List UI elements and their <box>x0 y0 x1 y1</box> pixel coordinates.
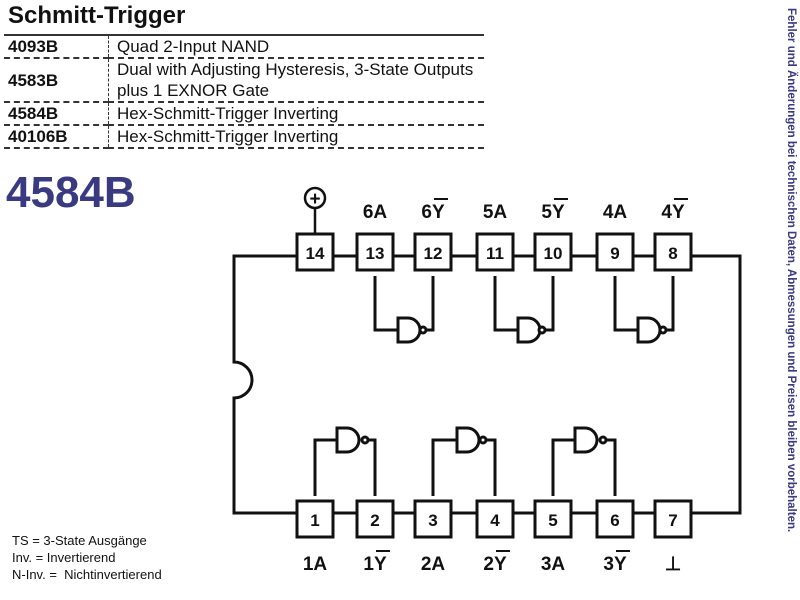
legend-item: N-Inv. = Nichtinvertierend <box>12 567 162 582</box>
table-row: 40106B Hex-Schmitt-Trigger Inverting <box>4 125 484 148</box>
svg-text:11: 11 <box>486 244 504 263</box>
svg-text:6: 6 <box>610 511 619 530</box>
part-code: 4584B <box>4 102 109 125</box>
svg-text:4Y: 4Y <box>661 202 685 223</box>
svg-text:5A: 5A <box>483 202 508 223</box>
part-code: 4093B <box>4 35 109 58</box>
wire <box>431 438 457 496</box>
svg-text:13: 13 <box>366 244 385 263</box>
table-row: 4584B Hex-Schmitt-Trigger Inverting <box>4 102 484 125</box>
pin-3: 3 2A <box>413 499 453 575</box>
svg-text:1Y: 1Y <box>363 554 387 575</box>
pin-8: 8 4Y <box>653 198 693 272</box>
pin-2: 2 1Y <box>355 499 395 575</box>
pin-1: 1 1A <box>295 499 335 575</box>
pin-11: 11 5A <box>475 202 515 272</box>
part-description: Hex-Schmitt-Trigger Inverting <box>117 127 339 146</box>
wire <box>613 276 638 332</box>
part-code: 40106B <box>4 125 109 148</box>
legend: TS = 3-State Ausgänge Inv. = Invertieren… <box>12 532 162 583</box>
inverter-gate-icon <box>516 316 542 344</box>
chip-name: 4584B <box>6 168 136 217</box>
svg-text:3: 3 <box>428 511 437 530</box>
svg-text:2: 2 <box>370 511 379 530</box>
inverter-bubble-icon <box>537 325 547 335</box>
pin-7: 7 ⊥ <box>653 499 693 575</box>
inverter-gate-icon <box>573 426 599 454</box>
wire <box>365 438 377 496</box>
inverter-bubble-icon <box>478 435 488 445</box>
svg-text:4A: 4A <box>603 202 628 223</box>
inverter-gate-icon <box>636 316 662 344</box>
pin-13: 13 6A <box>355 202 395 272</box>
svg-text:9: 9 <box>610 244 619 263</box>
wire <box>493 276 518 332</box>
part-code: 4583B <box>4 58 109 102</box>
pin-12: 12 6Y <box>413 198 453 272</box>
legend-item: Inv. = Invertierend <box>12 550 116 565</box>
parts-table: 4093B Quad 2-Input NAND 4583B Dual with … <box>4 34 484 149</box>
inverter-bubble-icon <box>598 435 608 445</box>
table-row: 4583B Dual with Adjusting Hysteresis, 3-… <box>4 58 484 102</box>
svg-text:1: 1 <box>310 511 319 530</box>
wire <box>663 276 675 332</box>
wire <box>423 276 435 332</box>
wire <box>483 438 497 496</box>
wire <box>603 438 617 496</box>
page-title: Schmitt-Trigger <box>8 2 186 29</box>
wire <box>542 276 555 332</box>
part-description: Hex-Schmitt-Trigger Inverting <box>117 104 339 123</box>
inverter-bubble-icon <box>418 325 428 335</box>
table-row: 4093B Quad 2-Input NAND <box>4 35 484 58</box>
svg-text:7: 7 <box>668 511 677 530</box>
svg-text:1A: 1A <box>303 554 328 575</box>
pinout-diagram: + 14 13 6A 12 6Y 11 5A 10 5Y <box>232 186 742 575</box>
chip-body <box>232 254 742 515</box>
svg-text:14: 14 <box>306 244 325 263</box>
pin-label-14: + <box>309 189 320 210</box>
pin-14: 14 <box>295 232 335 272</box>
svg-text:3A: 3A <box>541 554 566 575</box>
legend-item: TS = 3-State Ausgänge <box>12 533 147 548</box>
pin-6: 6 3Y <box>595 499 635 575</box>
pin-10: 10 5Y <box>533 198 573 272</box>
svg-text:10: 10 <box>544 244 563 263</box>
inverter-gate-icon <box>335 426 361 454</box>
svg-text:4: 4 <box>490 511 500 530</box>
wire <box>373 276 398 332</box>
side-note-text: Fehler und Änderungen bei technischen Da… <box>785 8 797 533</box>
svg-text:2Y: 2Y <box>483 554 507 575</box>
svg-text:6A: 6A <box>363 202 388 223</box>
svg-text:2A: 2A <box>421 554 446 575</box>
top-pins: 14 13 6A 12 6Y 11 5A 10 5Y 9 4A <box>295 198 693 272</box>
inverter-gate-icon <box>455 426 481 454</box>
side-note: Fehler und Änderungen bei technischen Da… <box>783 8 797 594</box>
part-description: Dual with Adjusting Hysteresis, 3-State … <box>117 60 474 100</box>
svg-text:5: 5 <box>548 511 557 530</box>
inverter-bubble-icon <box>658 325 668 335</box>
pin-4: 4 2Y <box>475 499 515 575</box>
inverter-gate-icon <box>396 316 422 344</box>
svg-text:5Y: 5Y <box>541 202 565 223</box>
svg-text:12: 12 <box>424 244 443 263</box>
pin-5: 5 3A <box>533 499 573 575</box>
inverter-bubble-icon <box>360 435 370 445</box>
wire <box>551 438 575 496</box>
svg-text:6Y: 6Y <box>421 202 445 223</box>
ground-icon: ⊥ <box>665 554 682 575</box>
wire <box>313 438 337 496</box>
bottom-pins: 1 1A 2 1Y 3 2A 4 2Y 5 3A 6 3Y <box>295 499 693 575</box>
part-description: Quad 2-Input NAND <box>117 37 270 56</box>
svg-text:3Y: 3Y <box>603 554 627 575</box>
svg-text:8: 8 <box>668 244 677 263</box>
pin-9: 9 4A <box>595 202 635 272</box>
